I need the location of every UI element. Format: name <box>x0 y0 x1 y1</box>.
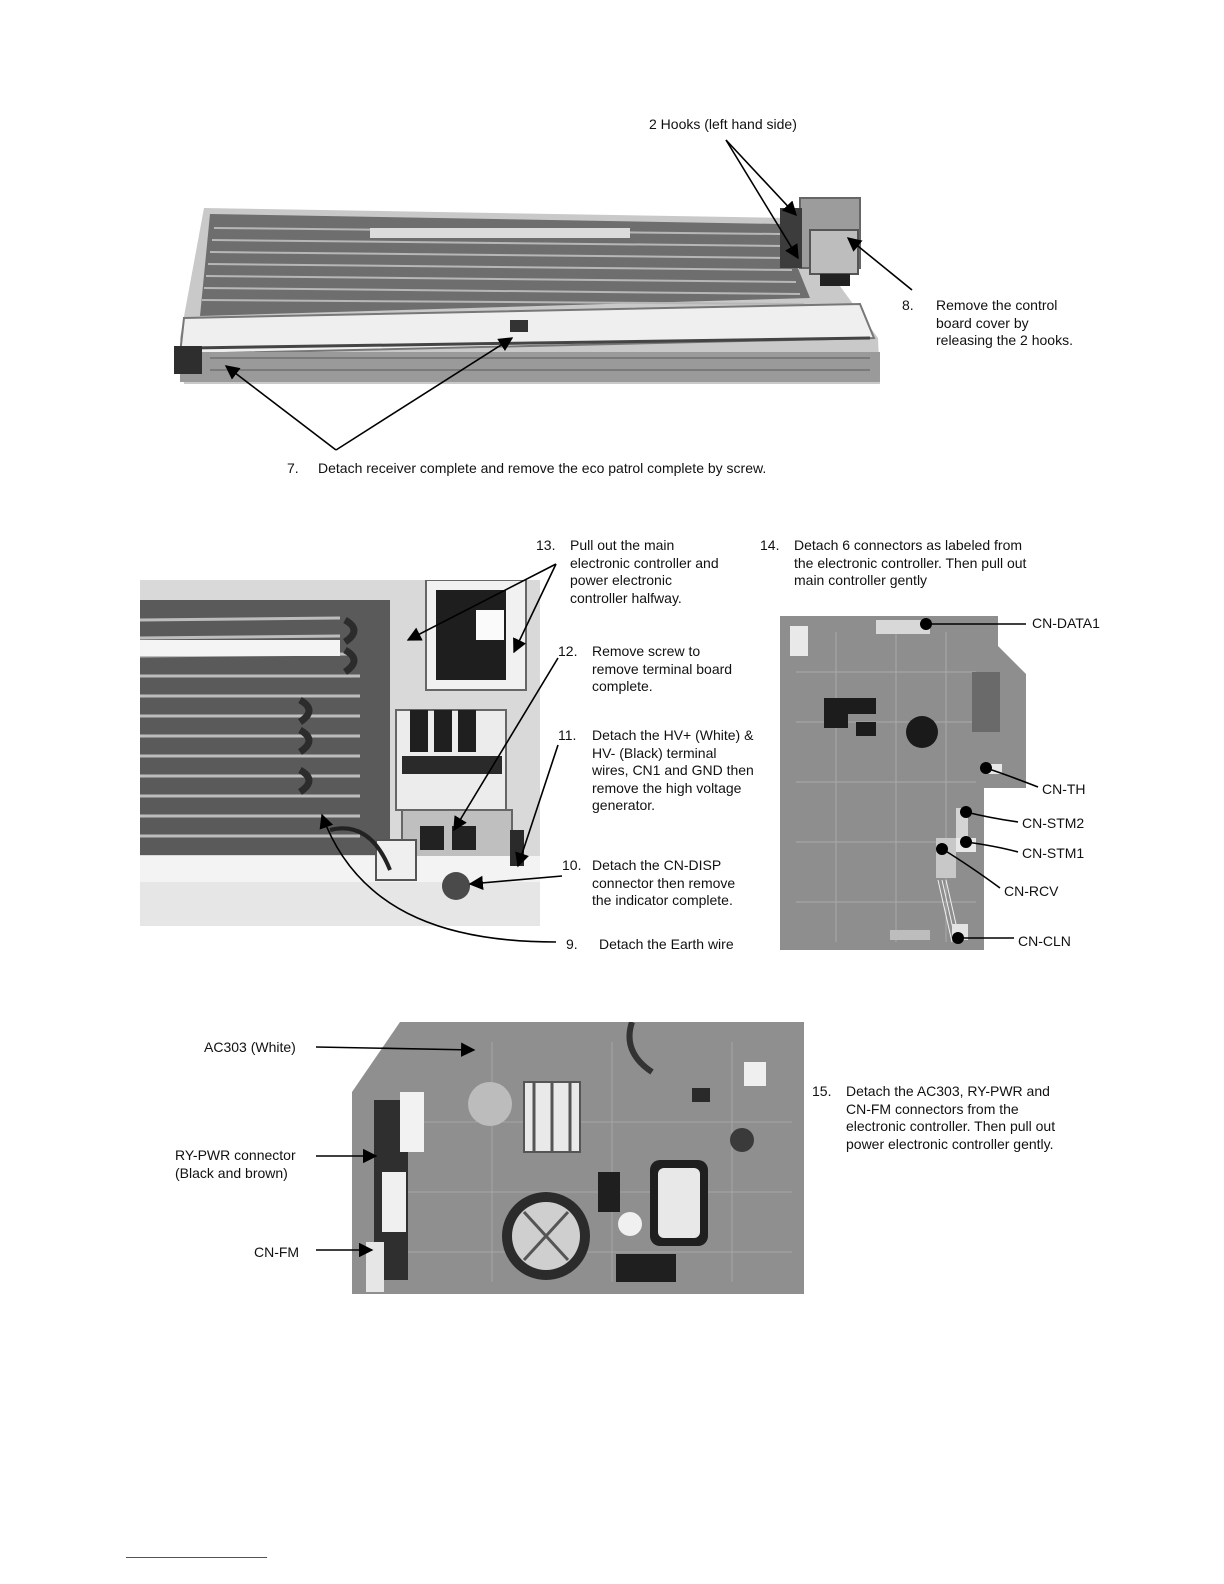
step-14-number: 14. <box>760 537 780 553</box>
step-10-number: 10. <box>562 857 582 873</box>
step-10-text: Detach the CN-DISP connector then remove… <box>592 857 736 908</box>
step-7-text: Detach receiver complete and remove the … <box>318 460 767 476</box>
photo-indoor-unit-top <box>170 188 890 388</box>
step-13-text: Pull out the main electronic controller … <box>570 537 719 606</box>
photo-power-pcb <box>352 1022 804 1294</box>
step-8-number: 8. <box>902 297 914 313</box>
connector-cn-stm2: CN-STM2 <box>1022 815 1085 831</box>
step-12-number: 12. <box>558 643 578 659</box>
label-ac303: AC303 (White) <box>204 1039 296 1055</box>
step-9-number: 9. <box>566 936 578 952</box>
photo-open-unit-controller <box>140 580 540 926</box>
step-11-number: 11. <box>558 727 577 743</box>
label-ry-pwr: RY-PWR connector (Black and brown) <box>175 1147 296 1181</box>
connector-cn-th: CN-TH <box>1042 781 1086 797</box>
connector-cn-rcv: CN-RCV <box>1004 883 1059 899</box>
step-9-text: Detach the Earth wire <box>599 936 734 952</box>
connector-cn-data1: CN-DATA1 <box>1032 615 1100 631</box>
step-12-text: Remove screw to remove terminal board co… <box>592 643 733 694</box>
hooks-label: 2 Hooks (left hand side) <box>649 116 797 132</box>
photo-main-pcb <box>776 612 1028 950</box>
step-14-text: Detach 6 connectors as labeled from the … <box>794 537 1027 588</box>
step-15-number: 15. <box>812 1083 832 1099</box>
step-11-text: Detach the HV+ (White) & HV- (Black) ter… <box>592 727 754 813</box>
step-7-number: 7. <box>287 460 299 476</box>
connector-cn-cln: CN-CLN <box>1018 933 1071 949</box>
connector-cn-stm1: CN-STM1 <box>1022 845 1085 861</box>
label-cn-fm: CN-FM <box>254 1244 300 1260</box>
step-15-text: Detach the AC303, RY-PWR and CN-FM conne… <box>846 1083 1056 1152</box>
step-13-number: 13. <box>536 537 556 553</box>
step-8-text: Remove the control board cover by releas… <box>936 297 1073 348</box>
footer-rule <box>126 1557 267 1558</box>
